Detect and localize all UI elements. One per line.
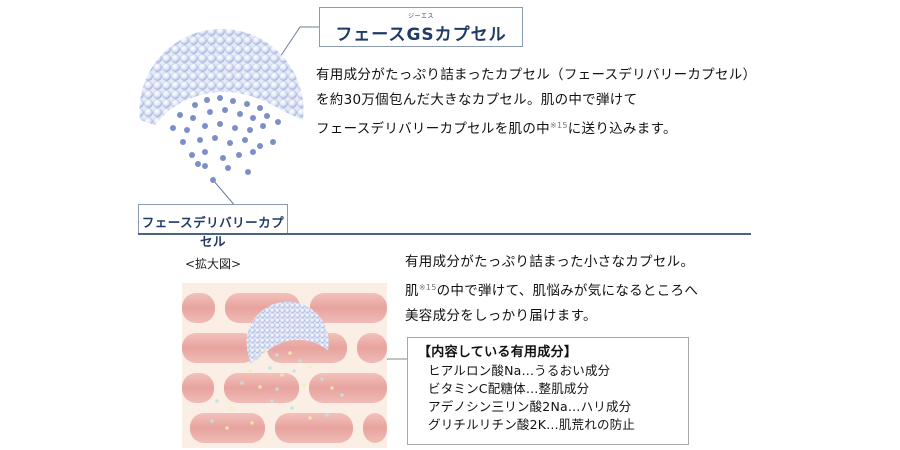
- description-text: 肌: [405, 283, 419, 299]
- ingredient-item: グリチルリチン酸2K…肌荒れの防止: [428, 417, 636, 432]
- description-line: フェースデリバリーカプセルを肌の中※15に送り込みます。: [316, 113, 756, 142]
- skin-zoom-illustration: [182, 283, 387, 448]
- description-line: 有用成分がたっぷり詰まった小さなカプセル。: [405, 254, 695, 270]
- description-text: に送り込みます。: [567, 121, 677, 137]
- description-line: 肌※15の中で弾けて、肌悩みが気になるところへ: [405, 275, 698, 304]
- gs-capsule-ruby: ジーエス: [407, 13, 434, 20]
- zoom-view-label: <拡大図>: [185, 257, 242, 271]
- gs-capsule-label: ジーエス フェースGSカプセル: [319, 7, 523, 47]
- footnote-marker: ※15: [418, 283, 437, 292]
- ingredient-item: ビタミンC配糖体…整肌成分: [428, 381, 590, 396]
- ingredient-item: ヒアルロン酸Na…うるおい成分: [428, 363, 611, 378]
- description-line: 美容成分をしっかり届けます。: [405, 308, 597, 324]
- gs-capsule-description: 有用成分がたっぷり詰まったカプセル（フェースデリバリーカプセル） を約30万個包…: [316, 63, 756, 142]
- gs-capsule-illustration: [139, 28, 304, 183]
- ingredients-box: 【内容している有用成分】 ヒアルロン酸Na…うるおい成分 ビタミンC配糖体…整肌…: [407, 337, 689, 445]
- gs-capsule-title: フェースGSカプセル: [335, 25, 507, 45]
- delivery-capsule-label: フェースデリバリーカプセル: [138, 204, 288, 249]
- description-line: を約30万個包んだ大きなカプセル。肌の中で弾けて: [316, 92, 638, 108]
- section-divider: [138, 233, 751, 235]
- delivery-capsule-description: 有用成分がたっぷり詰まった小さなカプセル。 肌※15の中で弾けて、肌悩みが気にな…: [405, 250, 698, 329]
- description-line: 有用成分がたっぷり詰まったカプセル（フェースデリバリーカプセル）: [316, 67, 757, 83]
- delivery-capsule-title: フェースデリバリーカプセル: [141, 215, 285, 249]
- description-text: フェースデリバリーカプセルを肌の中: [316, 121, 550, 137]
- description-text: の中で弾けて、肌悩みが気になるところへ: [436, 283, 699, 299]
- footnote-marker: ※15: [549, 121, 568, 130]
- ingredient-item: アデノシン三リン酸2Na…ハリ成分: [428, 399, 632, 414]
- ingredients-title: 【内容している有用成分】: [418, 345, 578, 360]
